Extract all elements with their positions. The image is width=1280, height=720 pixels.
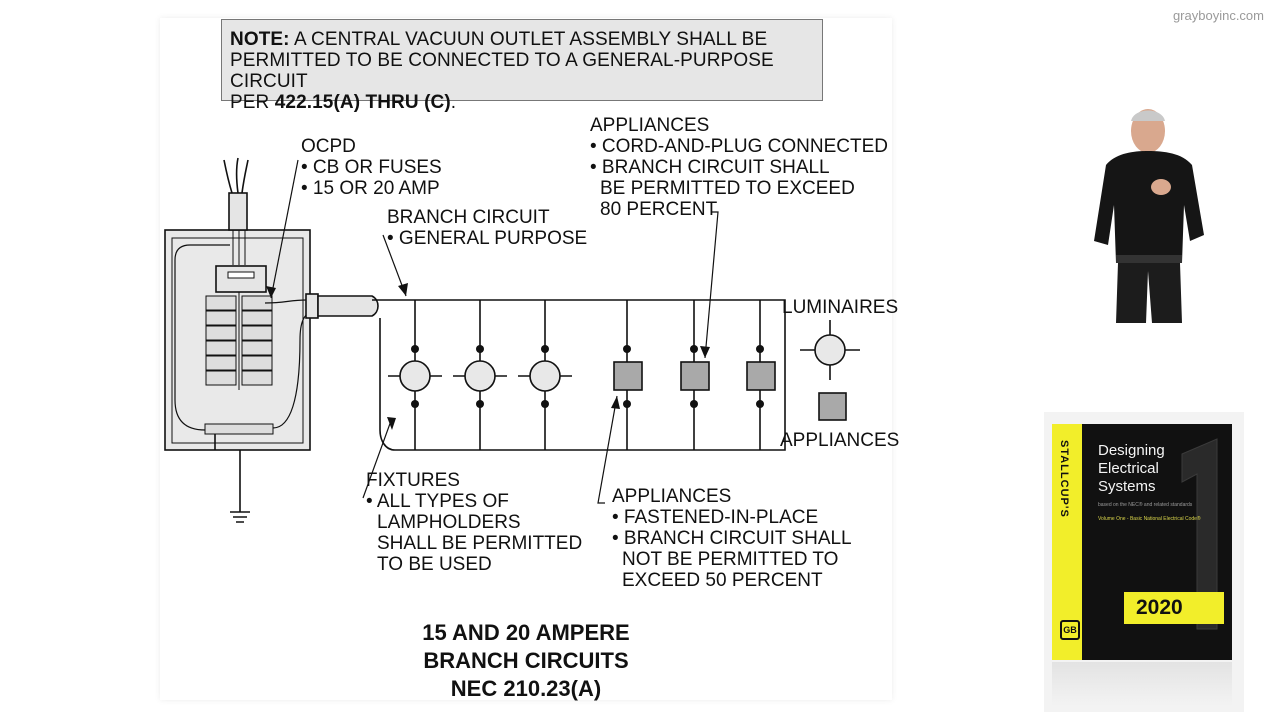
- diagram-title: 15 AND 20 AMPERE BRANCH CIRCUITS NEC 210…: [422, 620, 630, 701]
- main-breaker: [215, 265, 267, 293]
- note-line-1: A CENTRAL VACUUN OUTLET ASSEMBLY SHALL B…: [289, 29, 768, 50]
- appliances-legend-label: APPLIANCES: [780, 430, 900, 451]
- neutral-bar: [204, 423, 274, 435]
- legend-luminaire-symbol: [814, 334, 846, 366]
- note-code-ref: 422.15(A) THRU (C): [274, 92, 451, 113]
- service-conduit: [228, 192, 248, 231]
- presenter-video: [1086, 95, 1218, 323]
- appliances-fastened-label: APPLIANCES • FASTENED-IN-PLACE • BRANCH …: [612, 486, 852, 591]
- book-title: Designing Electrical Systems: [1098, 442, 1165, 495]
- branch-breakers: [205, 292, 273, 390]
- branch-circuit-label: BRANCH CIRCUIT • GENERAL PURPOSE: [387, 207, 588, 249]
- note-box: NOTE: A CENTRAL VACUUN OUTLET ASSEMBLY S…: [221, 19, 823, 113]
- note-line-3a: PER: [230, 92, 275, 113]
- fixtures-leader: [362, 417, 393, 499]
- note-line-2: PERMITTED TO BE CONNECTED TO A GENERAL-P…: [230, 50, 774, 92]
- appliance-symbols: [613, 361, 776, 391]
- luminaires-legend-label: LUMINAIRES: [782, 297, 899, 318]
- watermark: grayboyinc.com: [1172, 8, 1264, 23]
- book-cover-image: STALLCUP'S GB Designing Electrical Syste…: [1044, 412, 1244, 712]
- book-cover: STALLCUP'S GB Designing Electrical Syste…: [1052, 424, 1232, 660]
- book-reflection: [1052, 662, 1232, 706]
- appliances-top-leader: [704, 211, 719, 359]
- service-taps: [232, 230, 246, 265]
- ocpd-leader: [270, 159, 299, 299]
- book-subtitle: based on the NEC® and related standards: [1098, 502, 1193, 508]
- panelboard-inner: [171, 237, 304, 444]
- branch-conduit: [317, 295, 379, 317]
- book-spine: STALLCUP'S GB: [1052, 424, 1082, 660]
- ocpd-label: OCPD • CB OR FUSES • 15 OR 20 AMP: [301, 136, 442, 199]
- grounding-electrode: [214, 434, 250, 523]
- fixtures-label: FIXTURES • ALL TYPES OF LAMPHOLDERS SHAL…: [366, 470, 583, 575]
- numeral-one-graphic: [1181, 438, 1218, 630]
- luminaire-symbols: [388, 360, 572, 392]
- book-volume: Volume One - Basic National Electrical C…: [1098, 516, 1201, 522]
- service-conductors: [223, 157, 249, 194]
- appliances-bottom-leader: [597, 395, 618, 504]
- branch-bus: [372, 299, 786, 451]
- book-year: 2020: [1124, 592, 1224, 624]
- legend-appliance-symbol: [818, 392, 847, 421]
- gb-logo-icon: GB: [1060, 620, 1080, 640]
- note-bold-label: NOTE:: [230, 29, 290, 50]
- junction-dots: [266, 283, 764, 430]
- appliances-cord-label: APPLIANCES • CORD-AND-PLUG CONNECTED • B…: [590, 115, 888, 220]
- note-line-3b: .: [450, 92, 457, 113]
